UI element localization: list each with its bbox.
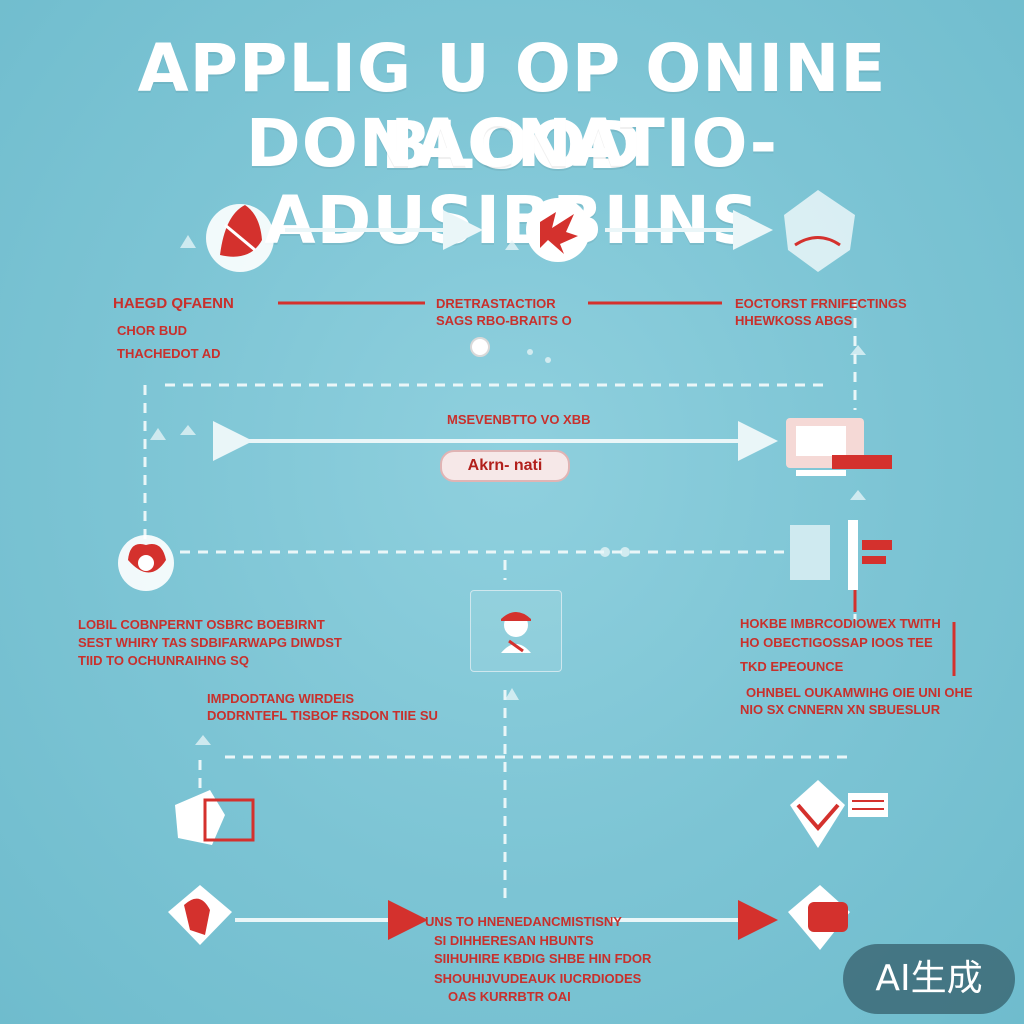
ai-generated-badge: AI生成 xyxy=(843,944,1015,1014)
medical-stand-icon xyxy=(790,520,892,612)
step-1-line-3: THACHEDOT AD xyxy=(117,346,221,361)
page-title-line-2: DONACNATIO- ADUSIBBIINS xyxy=(245,105,779,259)
donor-avatar-card xyxy=(470,590,562,672)
step-7-line-4: SHOUHIJVUDEAUK IUCRDIODES xyxy=(434,971,642,986)
step-5-line-5: NIO SX CNNERN XN SBUESLUR xyxy=(740,702,941,717)
small-circle-icon xyxy=(470,337,490,357)
step-5-line-4: OHNBEL OUKAMWIHG OIE UNI OHE xyxy=(746,685,973,700)
blood-splash-icon xyxy=(526,198,590,262)
step-7-line-2: SI DIHHERESAN HBUNTS xyxy=(434,933,594,948)
step-2-title: DRETRASTACTIOR xyxy=(436,296,556,311)
step-5-title: HOKBE IMBRCODIOWEX TWITH xyxy=(740,616,941,631)
step-4-line-2: SEST WHIRY TAS SDBIFARWAPG DIWDST xyxy=(78,635,342,650)
step-3-title: EOCTORST FRNIFECTINGS xyxy=(735,296,907,311)
bed-icon xyxy=(786,418,892,476)
decorative-sketch-marks xyxy=(150,235,866,745)
step-7-title: UNS TO HNENEDANCMISTISNY xyxy=(425,914,622,929)
page-title-line-1: APPLIG U OP ONINE BLOOD xyxy=(137,30,887,184)
step-6-line-2: DODRNTEFL TISBOF RSDON TIIE SU xyxy=(207,708,438,723)
center-arrow-label: MSEVENBTTO VO XBB xyxy=(447,412,591,427)
heart-hand-icon xyxy=(118,535,174,591)
step-1-title: HAEGD QFAENN xyxy=(113,295,234,312)
form-icon xyxy=(175,790,255,845)
step-5-line-3: TKD EPEOUNCE xyxy=(740,659,844,674)
step-7-line-3: SIIHUHIRE KBDIG SHBE HIN FDOR xyxy=(434,951,652,966)
step-7-line-5: OAS KURRBTR OAI xyxy=(448,989,571,1004)
donor-avatar-icon xyxy=(501,612,531,653)
blood-bag-icon xyxy=(788,885,850,950)
shield-icon xyxy=(784,190,855,272)
checklist-icon xyxy=(790,780,888,848)
step-3-line-2: HHEWKOSS ABGS xyxy=(735,313,853,328)
step-5-line-2: HO OBECTIGOSSAP IOOS TEE xyxy=(740,635,933,650)
step-4-title: LOBIL COBNPERNT OSBRC BOEBIRNT xyxy=(78,617,325,632)
step-2-line-2: SAGS RBO-BRAITS O xyxy=(436,313,572,328)
step-4-line-3: TIID TO OCHUNRAIHNG SQ xyxy=(78,653,249,668)
blood-drop-hand-icon xyxy=(206,204,274,272)
document-icon xyxy=(168,885,232,945)
step-6-title: IMPDODTANG WIRDEIS xyxy=(207,691,355,706)
center-status-pill: Akrn- nati xyxy=(440,450,570,482)
step-1-line-2: CHOR BUD xyxy=(117,323,188,338)
